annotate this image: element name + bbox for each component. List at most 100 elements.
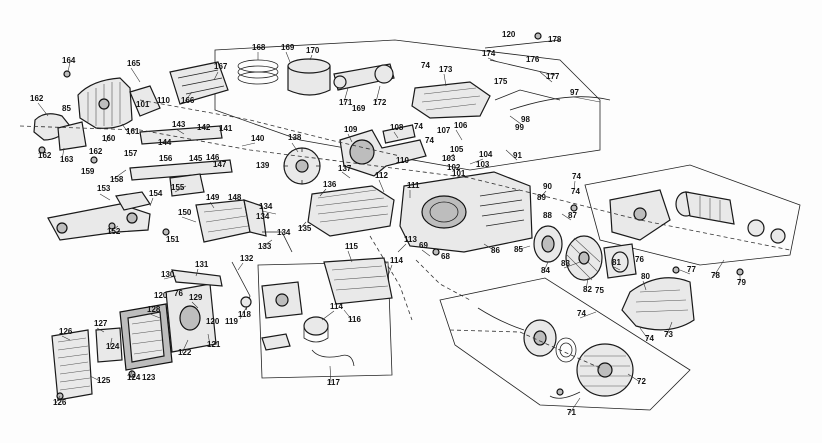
callout-label: 169 bbox=[352, 104, 366, 113]
electric-starter-motor bbox=[675, 191, 735, 225]
callout-label: 119 bbox=[225, 317, 238, 326]
callout-label: 107 bbox=[437, 126, 451, 135]
callout-label: 115 bbox=[345, 242, 358, 251]
callout-label: 166 bbox=[181, 96, 195, 105]
callout-label: 168 bbox=[252, 43, 266, 52]
callout-label: 74 bbox=[571, 187, 580, 196]
air-filter-housing bbox=[119, 303, 173, 371]
callout-label: 84 bbox=[541, 266, 550, 275]
valve-cover bbox=[169, 61, 229, 105]
callout-label: 81 bbox=[612, 258, 621, 267]
cylinder-head bbox=[307, 185, 395, 237]
callout-label: 110 bbox=[157, 96, 170, 105]
air-cleaner-housing bbox=[77, 77, 133, 129]
callout-label: 128 bbox=[147, 305, 161, 314]
starter-bracket bbox=[609, 189, 671, 241]
callout-label: 103 bbox=[442, 154, 456, 163]
callout-label: 162 bbox=[38, 151, 52, 160]
cylinder-shroud bbox=[411, 81, 491, 119]
callout-label: 160 bbox=[102, 134, 116, 143]
callout-label: 123 bbox=[142, 373, 156, 382]
callout-label: 87 bbox=[568, 211, 577, 220]
piston bbox=[287, 58, 331, 96]
callout-label: 114 bbox=[330, 302, 343, 311]
callout-label: 111 bbox=[407, 181, 420, 190]
air-cleaner-gasket bbox=[129, 85, 161, 117]
callout-label: 131 bbox=[195, 260, 209, 269]
callout-label: 85 bbox=[514, 245, 523, 254]
flywheel bbox=[565, 235, 603, 281]
callout-label: 171 bbox=[339, 98, 353, 107]
callout-label: 157 bbox=[124, 149, 138, 158]
rocker-arms bbox=[129, 125, 233, 197]
assembly-axes bbox=[19, 99, 791, 369]
callout-label: 78 bbox=[711, 271, 720, 280]
callout-label: 75 bbox=[595, 286, 604, 295]
callout-label: 133 bbox=[258, 242, 272, 251]
callout-label: 151 bbox=[166, 235, 180, 244]
starter-assembly-frame bbox=[584, 164, 801, 266]
callout-label: 82 bbox=[583, 285, 592, 294]
callout-label: 101 bbox=[136, 100, 150, 109]
callout-label: 74 bbox=[425, 136, 434, 145]
cylinder-block bbox=[399, 171, 533, 253]
air-filter-cover bbox=[51, 329, 93, 401]
callout-label: 122 bbox=[178, 348, 192, 357]
recoil-spring bbox=[555, 337, 577, 363]
callout-label: 102 bbox=[447, 163, 461, 172]
callout-label: 127 bbox=[94, 319, 108, 328]
callout-label: 80 bbox=[641, 272, 650, 281]
callout-label: 79 bbox=[737, 278, 746, 287]
callout-label: 154 bbox=[149, 189, 163, 198]
callout-label: 170 bbox=[306, 46, 320, 55]
callout-label: 90 bbox=[543, 182, 552, 191]
callout-label: 147 bbox=[213, 160, 227, 169]
callout-label: 153 bbox=[97, 184, 111, 193]
callout-label: 150 bbox=[178, 208, 192, 217]
callout-label: 120 bbox=[502, 30, 516, 39]
callout-label: 144 bbox=[158, 138, 172, 147]
callout-label: 156 bbox=[159, 154, 173, 163]
callout-label: 77 bbox=[687, 265, 696, 274]
callout-label: 164 bbox=[62, 56, 76, 65]
callout-label: 105 bbox=[450, 145, 464, 154]
ignition-coil bbox=[603, 243, 637, 279]
recoil-starter-frame bbox=[439, 277, 691, 411]
callout-label: 68 bbox=[441, 252, 450, 261]
fasteners bbox=[38, 32, 744, 400]
muffler bbox=[195, 199, 267, 243]
callout-label: 69 bbox=[419, 241, 428, 250]
callout-label: 135 bbox=[298, 224, 312, 233]
callout-label: 117 bbox=[327, 378, 340, 387]
governor-rod bbox=[484, 39, 561, 101]
callout-label: 162 bbox=[30, 94, 44, 103]
callout-label: 162 bbox=[89, 147, 103, 156]
callout-label: 72 bbox=[637, 377, 646, 386]
callout-label: 124 bbox=[127, 373, 141, 382]
governor-bracket bbox=[323, 257, 393, 305]
air-filter-element bbox=[95, 327, 123, 363]
callout-label: 129 bbox=[189, 293, 203, 302]
callout-label: 173 bbox=[439, 65, 453, 74]
callout-label: 101 bbox=[452, 169, 466, 178]
callout-label: 114 bbox=[390, 256, 403, 265]
breather-tube bbox=[171, 269, 223, 287]
carburetor-body bbox=[261, 281, 303, 319]
upper-assembly-frame bbox=[214, 39, 601, 171]
callout-label: 174 bbox=[482, 49, 496, 58]
callout-label: 177 bbox=[546, 72, 560, 81]
callout-label: 86 bbox=[491, 246, 500, 255]
callout-label: 169 bbox=[281, 43, 295, 52]
callout-label: 124 bbox=[106, 342, 120, 351]
callout-label: 104 bbox=[479, 150, 493, 159]
carburetor-gasket bbox=[261, 333, 291, 351]
callout-label: 85 bbox=[62, 104, 71, 113]
callout-label: 161 bbox=[126, 127, 140, 136]
callout-label: 74 bbox=[645, 334, 654, 343]
callout-label: 120 bbox=[154, 291, 168, 300]
callout-label: 134 bbox=[277, 228, 291, 237]
callout-label: 139 bbox=[256, 161, 270, 170]
callout-label: 112 bbox=[375, 171, 388, 180]
